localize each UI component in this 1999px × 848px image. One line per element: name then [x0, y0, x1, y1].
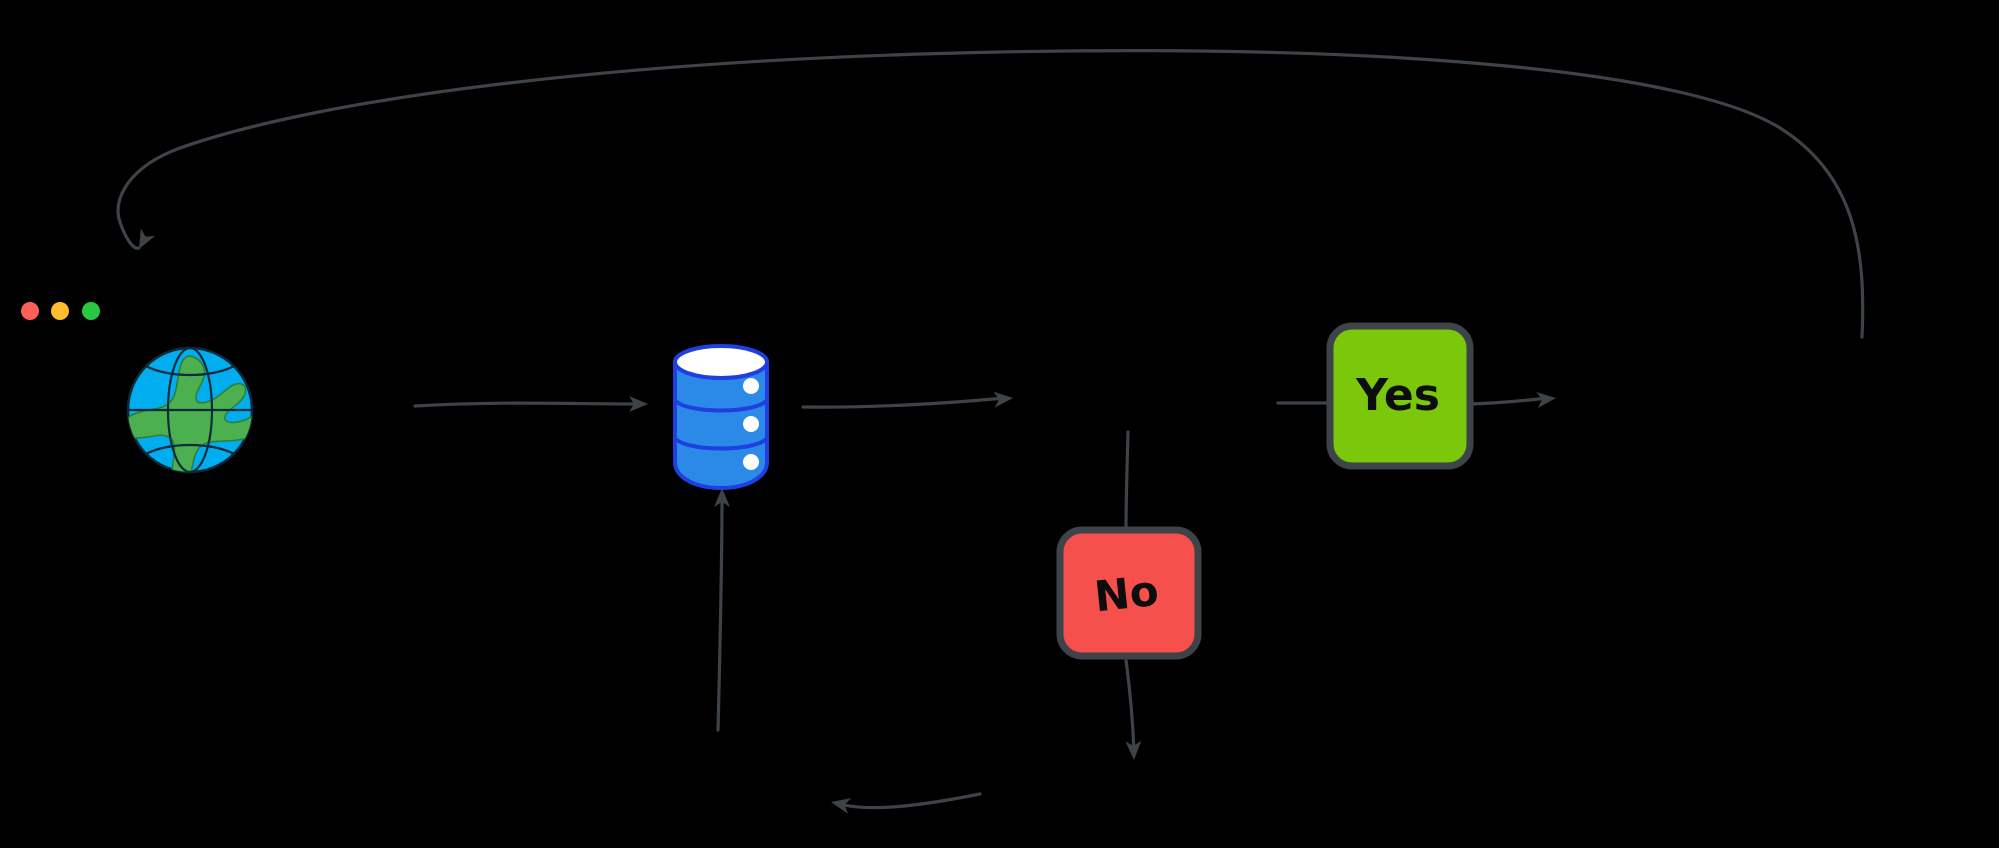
globe-icon[interactable]	[123, 346, 273, 488]
node-yes[interactable]: Yes	[1326, 322, 1474, 470]
connector-decision-to-no	[1124, 430, 1130, 532]
connector-globe-to-db-line	[413, 401, 642, 408]
database-indicator-1	[743, 378, 759, 394]
connector-up-to-db-arrowhead	[714, 488, 730, 507]
node-yes-shape	[1326, 322, 1474, 470]
connector-db-to-decision-arrowhead	[993, 391, 1013, 408]
node-no[interactable]: No	[1056, 526, 1202, 660]
connector-yes-out	[1468, 392, 1556, 408]
node-no-shape	[1056, 526, 1202, 660]
connector-feedback-top	[116, 49, 1865, 339]
connector-up-to-db-line	[716, 494, 724, 732]
connector-globe-to-db-arrowhead	[629, 396, 648, 412]
connector-up-to-db	[714, 488, 730, 732]
connector-yes-out-line	[1468, 396, 1550, 406]
window-minimize-button[interactable]	[51, 302, 69, 320]
connector-feedback-top-arrowhead	[139, 228, 155, 249]
database-icon[interactable]	[673, 344, 769, 491]
connector-no-down-line	[1124, 658, 1136, 754]
connector-globe-to-db	[413, 396, 648, 412]
connector-no-down-arrowhead	[1125, 740, 1142, 760]
connector-feedback-top-line	[116, 49, 1865, 339]
connectors-layer	[116, 49, 1865, 814]
database-top-ellipse	[673, 344, 769, 380]
connector-no-down	[1124, 658, 1142, 760]
window-close-button[interactable]	[21, 302, 39, 320]
node-no-label: No	[1092, 566, 1161, 621]
globe-gridlines	[128, 348, 252, 472]
database-indicator-3	[743, 454, 759, 470]
connector-bottom-return	[831, 792, 982, 814]
database-body	[673, 360, 769, 491]
window-maximize-button[interactable]	[82, 302, 100, 320]
globe-landmass	[128, 355, 252, 472]
database-divider-1	[673, 398, 769, 413]
connector-bottom-return-line	[838, 792, 982, 810]
database-indicator-2	[743, 416, 759, 432]
node-yes-label: Yes	[1355, 370, 1440, 421]
database-divider-2	[673, 436, 769, 451]
connector-decision-to-no-line	[1124, 430, 1130, 532]
connector-bottom-return-arrowhead	[831, 798, 852, 814]
globe-land-group	[128, 348, 252, 472]
connector-yes-out-arrowhead	[1536, 392, 1556, 408]
connector-db-to-decision	[801, 391, 1013, 409]
connector-db-to-decision-line	[801, 396, 1007, 409]
traffic-lights	[21, 302, 100, 320]
